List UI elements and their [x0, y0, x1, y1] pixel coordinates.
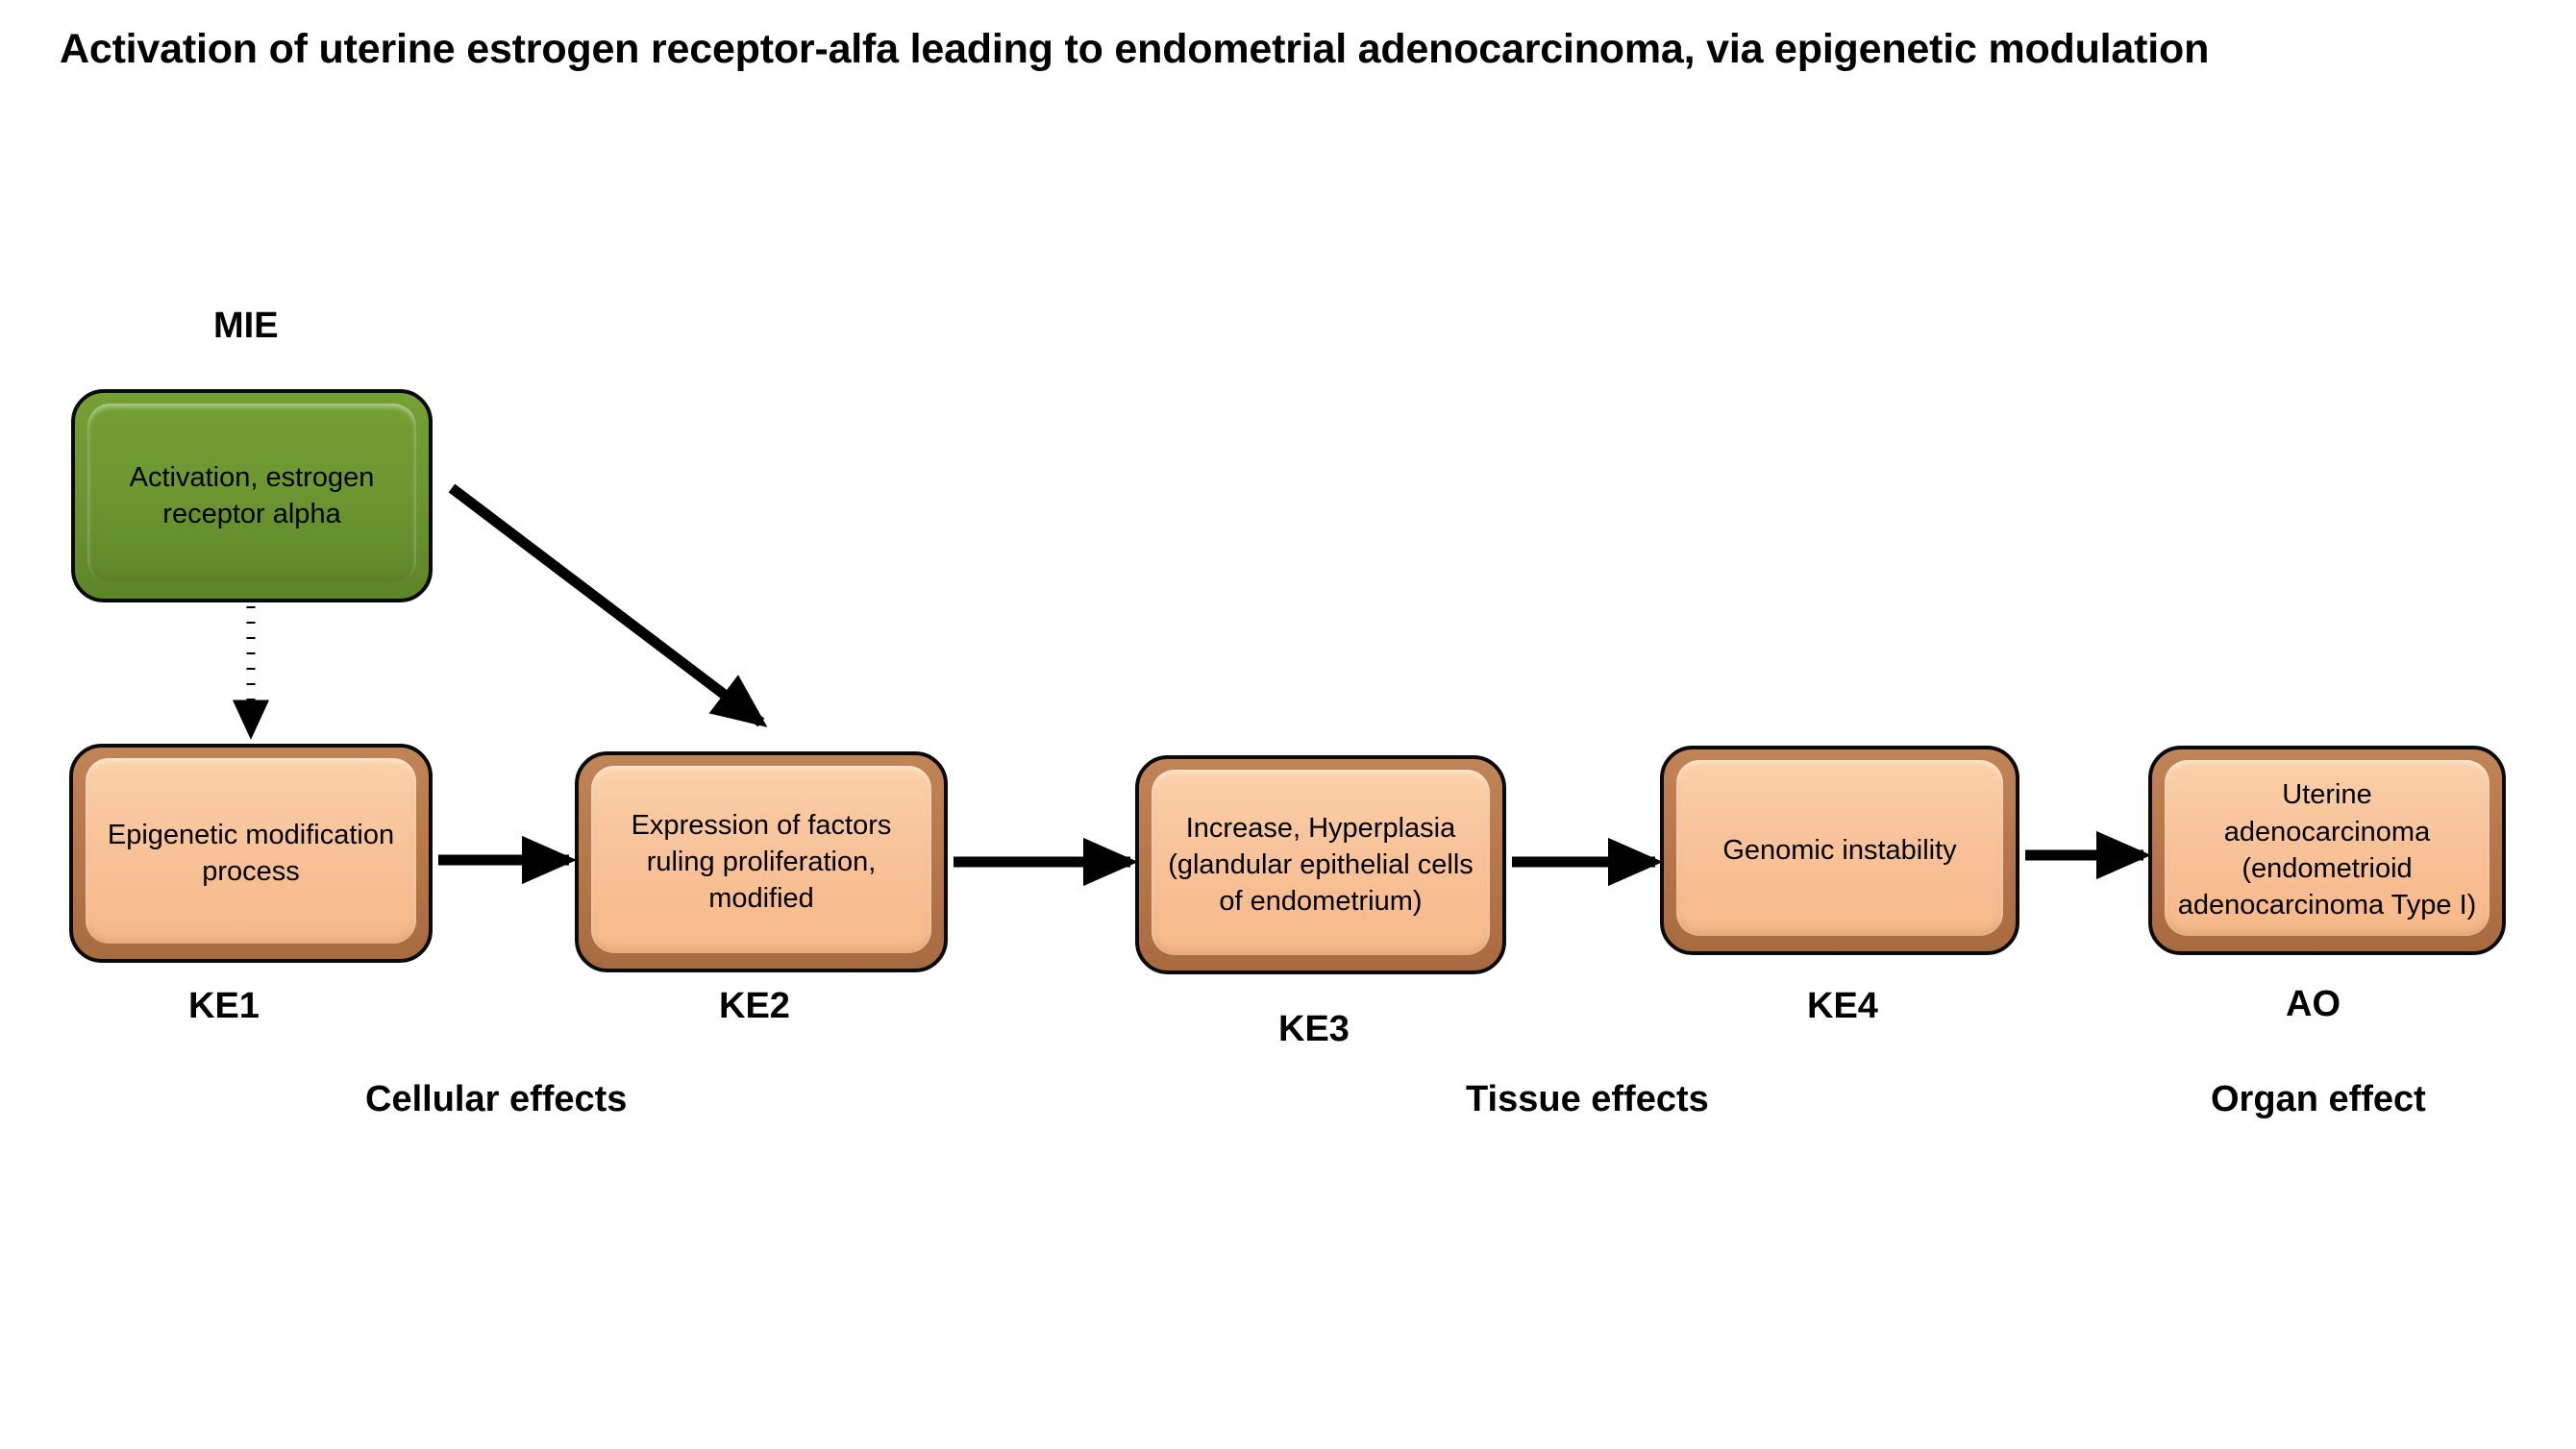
node-ke1-label: Epigenetic modification process	[107, 819, 395, 887]
connector-mie-to-ke2	[448, 483, 768, 727]
node-ao-label: Uterine adenocarcinoma (endometrioid ade…	[2177, 779, 2477, 921]
node-ke2-label: Expression of factors ruling proliferati…	[631, 809, 892, 915]
node-mie-label: Activation, estrogen receptor alpha	[129, 461, 375, 529]
node-ke2[interactable]: Expression of factors ruling proliferati…	[575, 751, 948, 972]
stage-label-organ-effect: Organ effect	[2211, 1079, 2426, 1119]
node-tag-ke4: KE4	[1807, 986, 1878, 1026]
page-title-line-1: Activation of uterine estrogen receptor-…	[60, 26, 1977, 72]
node-ao[interactable]: Uterine adenocarcinoma (endometrioid ade…	[2148, 746, 2506, 955]
node-tag-ke1: KE1	[188, 986, 260, 1026]
stage-label-cellular-effects: Cellular effects	[365, 1079, 628, 1119]
page-title: Activation of uterine estrogen receptor-…	[60, 25, 2415, 74]
node-ke4[interactable]: Genomic instability	[1660, 746, 2019, 955]
node-tag-ke3: KE3	[1278, 1009, 1350, 1049]
node-tag-ke2: KE2	[719, 986, 790, 1026]
page-title-line-2: modulation	[1988, 26, 2210, 72]
node-ke1[interactable]: Epigenetic modification process	[69, 744, 433, 963]
stage-label-tissue-effects: Tissue effects	[1466, 1079, 1709, 1119]
node-tag-mie: MIE	[213, 306, 279, 346]
node-ke4-label: Genomic instability	[1722, 834, 1957, 866]
node-mie[interactable]: Activation, estrogen receptor alpha	[71, 389, 433, 602]
node-ke3-label: Increase, Hyperplasia (glandular epithel…	[1168, 812, 1474, 918]
node-ke3[interactable]: Increase, Hyperplasia (glandular epithel…	[1135, 755, 1506, 974]
node-tag-ao: AO	[2286, 984, 2341, 1024]
